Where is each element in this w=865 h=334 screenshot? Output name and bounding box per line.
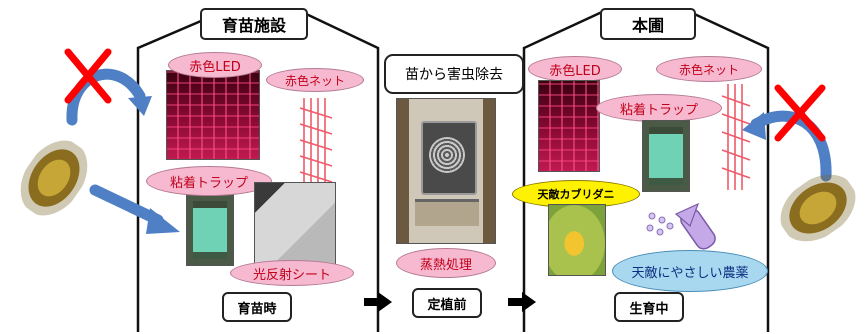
flow-arrow-2 [508,292,536,312]
field-red-led-label: 赤色LED [528,56,622,82]
nursery-title: 育苗施設 [200,8,308,40]
left-curved-arrow [66,68,146,126]
nursery-sticky-trap-label: 粘着トラップ [146,166,272,196]
predatory-mite-photo [548,204,606,276]
field-red-led-photo [538,80,600,172]
field-sticky-trap-label: 粘着トラップ [596,94,722,122]
steam-treatment-photo [396,98,496,244]
left-block-cross [64,48,112,104]
flow-arrow-1 [364,292,392,312]
right-block-cross [774,84,826,142]
left-straight-arrow [89,184,164,226]
nursery-stage-label: 育苗時 [222,292,292,322]
field-sticky-trap-photo [642,120,690,192]
field-title: 本圃 [600,8,696,40]
nursery-reflective-sheet-photo [254,182,336,270]
steam-treatment-label: 蒸熱処理 [396,248,496,278]
middle-title: 苗から害虫除去 [384,54,524,94]
nursery-red-net-label: 赤色ネット [266,68,364,92]
middle-stage-label: 定植前 [412,288,482,318]
nursery-red-net [299,98,333,186]
sprayer-icon [646,202,716,250]
nursery-reflective-sheet-label: 光反射シート [230,260,354,286]
nursery-red-led-label: 赤色LED [168,52,262,78]
natural-enemy-friendly-pesticide-label: 天敵にやさしい農薬 [612,250,768,292]
field-red-net-label: 赤色ネット [656,56,762,82]
field-red-net [721,84,751,190]
nursery-red-led-photo [166,70,260,160]
field-stage-label: 生育中 [614,292,684,322]
nursery-sticky-trap-photo [186,194,234,266]
